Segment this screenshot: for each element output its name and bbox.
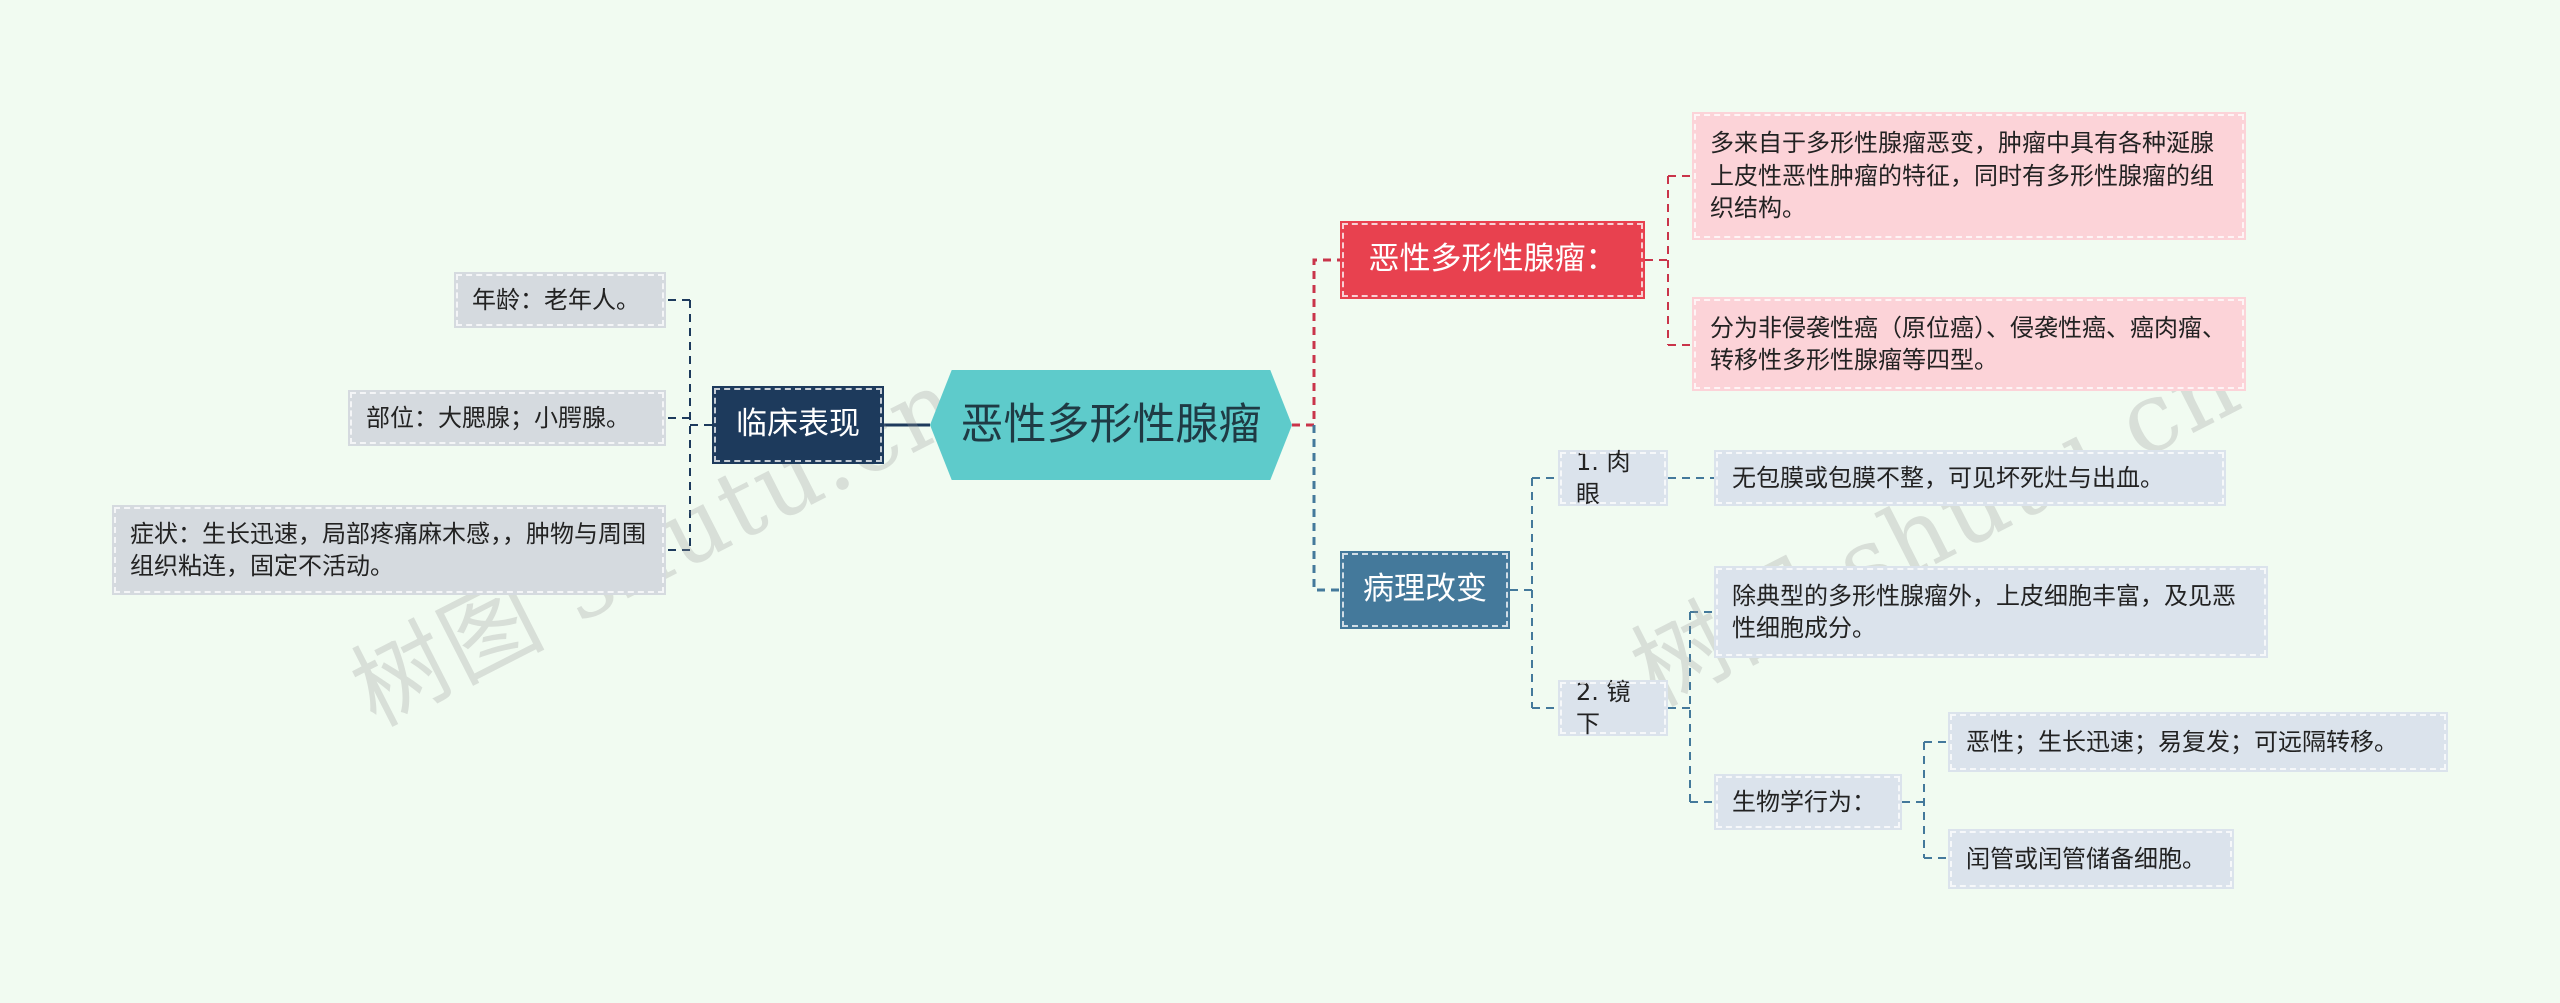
clinical-age-text: 年龄：老年人。: [472, 285, 640, 314]
behavior-cells[interactable]: 闰管或闰管储备细胞。: [1948, 829, 2234, 889]
clinical-site[interactable]: 部位：大腮腺；小腭腺。: [348, 390, 666, 446]
connector-behavior-items: [1902, 741, 1948, 859]
connector-micro-children: [1668, 611, 1714, 803]
gross-detail[interactable]: 无包膜或包膜不整，可见坏死灶与出血。: [1714, 450, 2226, 506]
micro-detail[interactable]: 除典型的多形性腺瘤外，上皮细胞丰富，及见恶性细胞成分。: [1714, 566, 2268, 658]
malignant-types-text: 分为非侵袭性癌（原位癌）、侵袭性癌、癌肉瘤、转移性多形性腺瘤等四型。: [1710, 313, 2226, 374]
pathology-gross-label: 1. 肉眼: [1576, 447, 1631, 508]
connector-clinical-leaves: [666, 299, 691, 551]
micro-behavior[interactable]: 生物学行为：: [1714, 774, 1902, 830]
central-topic[interactable]: 恶性多形性腺瘤: [930, 370, 1292, 480]
malignant-origin[interactable]: 多来自于多形性腺瘤恶变，肿瘤中具有各种涎腺上皮性恶性肿瘤的特征，同时有多形性腺瘤…: [1692, 112, 2246, 240]
pathology-micro[interactable]: 2. 镜下: [1558, 678, 1668, 738]
clinical-age[interactable]: 年龄：老年人。: [454, 272, 666, 328]
clinical-site-text: 部位：大腮腺；小腭腺。: [366, 403, 630, 432]
connector-malignant-leaves: [1645, 175, 1692, 346]
behavior-cells-text: 闰管或闰管储备细胞。: [1966, 844, 2206, 873]
central-topic-label: 恶性多形性腺瘤: [960, 399, 1262, 450]
gross-detail-text: 无包膜或包膜不整，可见坏死灶与出血。: [1732, 463, 2164, 492]
connector-pathology-subs: [1510, 477, 1558, 709]
branch-clinical[interactable]: 临床表现: [712, 386, 884, 464]
behavior-malignant[interactable]: 恶性；生长迅速；易复发；可远隔转移。: [1948, 712, 2448, 772]
pathology-micro-label: 2. 镜下: [1576, 677, 1631, 738]
connector-central-pathology: [1312, 425, 1340, 592]
branch-malignant[interactable]: 恶性多形性腺瘤：: [1340, 221, 1645, 299]
malignant-types[interactable]: 分为非侵袭性癌（原位癌）、侵袭性癌、癌肉瘤、转移性多形性腺瘤等四型。: [1692, 297, 2246, 391]
pathology-gross[interactable]: 1. 肉眼: [1558, 448, 1668, 508]
malignant-origin-text: 多来自于多形性腺瘤恶变，肿瘤中具有各种涎腺上皮性恶性肿瘤的特征，同时有多形性腺瘤…: [1710, 129, 2214, 223]
connector-central-malignant: [1292, 258, 1340, 427]
micro-detail-text: 除典型的多形性腺瘤外，上皮细胞丰富，及见恶性细胞成分。: [1732, 581, 2236, 642]
micro-behavior-label: 生物学行为：: [1732, 787, 1876, 816]
branch-clinical-label: 临床表现: [736, 406, 860, 443]
behavior-malignant-text: 恶性；生长迅速；易复发；可远隔转移。: [1966, 727, 2398, 756]
branch-malignant-label: 恶性多形性腺瘤：: [1368, 241, 1617, 278]
clinical-symptoms-text: 症状：生长迅速，局部疼痛麻木感，，肿物与周围组织粘连，固定不活动。: [130, 519, 646, 580]
branch-pathology-label: 病理改变: [1363, 571, 1487, 608]
clinical-symptoms[interactable]: 症状：生长迅速，局部疼痛麻木感，，肿物与周围组织粘连，固定不活动。: [112, 505, 666, 595]
branch-pathology[interactable]: 病理改变: [1340, 551, 1510, 629]
